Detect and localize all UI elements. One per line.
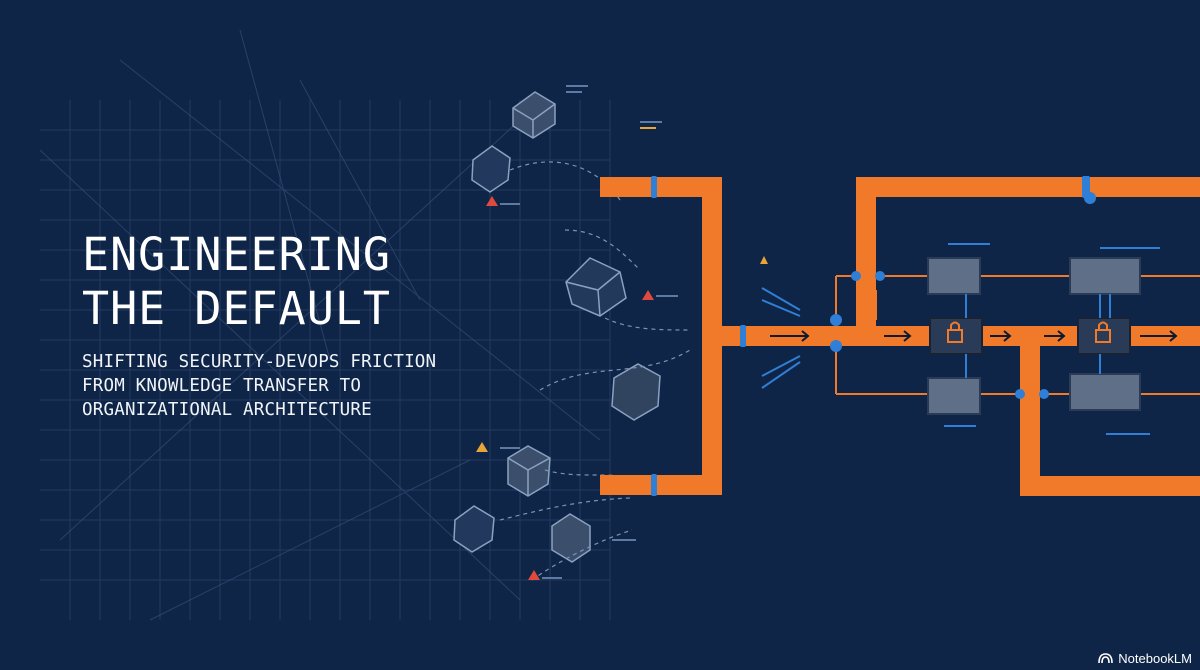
slide-subtitle: SHIFTING SECURITY-DEVOPS FRICTION FROM K… bbox=[82, 350, 542, 422]
warning-icon bbox=[476, 196, 768, 580]
background-grid bbox=[40, 100, 611, 620]
flow-arrows bbox=[770, 330, 1178, 342]
slide-subtitle-line: ORGANIZATIONAL ARCHITECTURE bbox=[82, 400, 372, 420]
slide-subtitle-line: FROM KNOWLEDGE TRANSFER TO bbox=[82, 376, 362, 396]
slide-title: ENGINEERING THE DEFAULT bbox=[82, 228, 542, 336]
slide-subtitle-line: SHIFTING SECURITY-DEVOPS FRICTION bbox=[82, 352, 437, 372]
slide-title-line: ENGINEERING bbox=[82, 228, 392, 281]
diagonal-sketch-lines bbox=[39, 29, 601, 621]
dashed-connector-lines bbox=[499, 161, 691, 581]
brand-label: NotebookLM bbox=[1118, 651, 1192, 666]
blue-flow-lines bbox=[761, 243, 1160, 435]
annotation-marks bbox=[500, 85, 678, 579]
filter-box-icon bbox=[927, 257, 1141, 415]
floating-cube-icon bbox=[453, 91, 661, 563]
notebooklm-logo-icon bbox=[1098, 653, 1114, 664]
lock-valve-icon bbox=[929, 317, 1131, 355]
title-block: ENGINEERING THE DEFAULT SHIFTING SECURIT… bbox=[82, 228, 542, 422]
notebooklm-watermark: NotebookLM bbox=[1098, 651, 1192, 666]
blue-junctions bbox=[651, 176, 1096, 496]
slide-title-line: THE DEFAULT bbox=[82, 282, 392, 335]
